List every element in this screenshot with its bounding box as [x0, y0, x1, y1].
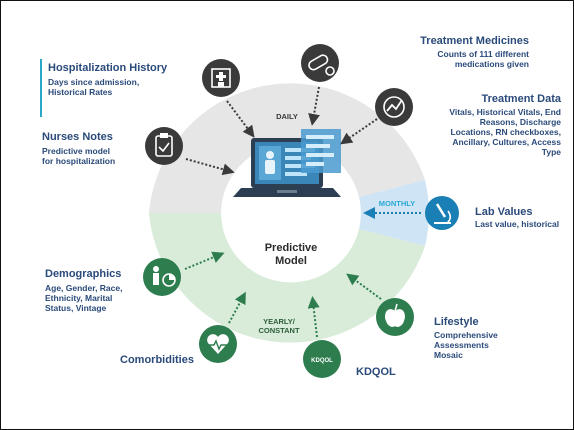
person-chart-icon	[143, 258, 181, 296]
zone-label-daily: DAILY	[276, 112, 298, 121]
comorbidities-title: Comorbidities	[120, 354, 194, 366]
demographics-title: Demographics	[45, 268, 122, 280]
treatment-data-line2: Reasons, Discharge	[479, 117, 561, 127]
hospitalization-title: Hospitalization History	[48, 62, 168, 74]
arrow-treatment-data	[340, 118, 378, 145]
center-label-line1: Predictive	[264, 242, 318, 254]
nurses-notes-title: Nurses Notes	[42, 131, 113, 143]
treatment-medicines-label: Treatment Medicines Counts of 111 differ…	[371, 35, 529, 69]
lifestyle-title: Lifestyle	[434, 316, 479, 328]
lab-values-title: Lab Values	[475, 206, 533, 218]
laptop-icon	[233, 129, 341, 197]
demographics-line3: Status, Vintage	[45, 303, 107, 313]
treatment-data-line5: Type	[541, 147, 561, 157]
arrow-hospitalization	[226, 100, 255, 138]
demographics-label: Demographics Age, Gender, Race, Ethnicit…	[45, 268, 155, 313]
arrow-nurses	[185, 158, 235, 176]
accent-bar	[40, 59, 42, 117]
treatment-medicines-title: Treatment Medicines	[420, 35, 529, 47]
lifestyle-line2: Assessments	[434, 340, 489, 350]
zone-label-yearly-line1: YEARLY/	[263, 317, 295, 326]
nurses-notes-line2: for hospitalization	[42, 156, 116, 166]
clipboard-icon	[145, 127, 183, 165]
center-label: Predictive Model	[251, 242, 331, 268]
demographics-line1: Age, Gender, Race,	[45, 283, 123, 293]
lab-values-line1: Last value, historical	[475, 219, 560, 229]
microscope-icon	[425, 196, 459, 230]
nurses-notes-line1: Predictive model	[42, 146, 111, 156]
treatment-medicines-line2: medications given	[454, 59, 529, 69]
zone-label-yearly: YEARLY/ CONSTANT	[249, 317, 309, 335]
hospitalization-line1: Days since admission,	[48, 77, 140, 87]
demographics-line2: Ethnicity, Marital	[45, 293, 113, 303]
center-label-line2: Model	[275, 255, 307, 267]
monthly-band	[359, 180, 429, 246]
nurses-notes-label: Nurses Notes Predictive model for hospit…	[42, 131, 152, 166]
treatment-medicines-line1: Counts of 111 different	[437, 49, 529, 59]
pills-icon	[301, 44, 339, 82]
lifestyle-line1: Comprehensive	[434, 330, 498, 340]
arrow-kdqol	[307, 296, 320, 338]
treatment-data-line1: Vitals, Historical Vitals, End	[449, 107, 561, 117]
hospitalization-line2: Historical Rates	[48, 87, 113, 97]
daily-band	[149, 83, 425, 214]
yearly-band	[149, 213, 425, 343]
treatment-data-label: Treatment Data Vitals, Historical Vitals…	[417, 93, 561, 157]
heart-monitor-icon	[199, 325, 237, 363]
zone-label-yearly-line2: CONSTANT	[258, 326, 300, 335]
lab-values-label: Lab Values Last value, historical	[475, 206, 573, 229]
chart-trend-icon	[375, 88, 413, 126]
arrow-comorbidities	[228, 291, 246, 324]
kdqol-badge-text: KDQOL	[311, 358, 333, 364]
hospital-icon	[202, 59, 240, 97]
zone-label-monthly: MONTHLY	[378, 199, 416, 208]
lifestyle-line3: Mosaic	[434, 350, 463, 360]
treatment-data-line4: Ancillary, Cultures, Access	[452, 137, 561, 147]
treatment-data-line3: Locations, RN checkboxes,	[450, 127, 561, 137]
kdqol-badge: KDQOL	[303, 340, 341, 378]
hospitalization-label: Hospitalization History Days since admis…	[48, 62, 198, 97]
kdqol-title: KDQOL	[356, 366, 396, 378]
treatment-data-title: Treatment Data	[481, 93, 561, 105]
apple-icon	[376, 298, 414, 336]
arrow-medicines	[308, 86, 320, 126]
lifestyle-label: Lifestyle Comprehensive Assessments Mosa…	[434, 316, 544, 360]
